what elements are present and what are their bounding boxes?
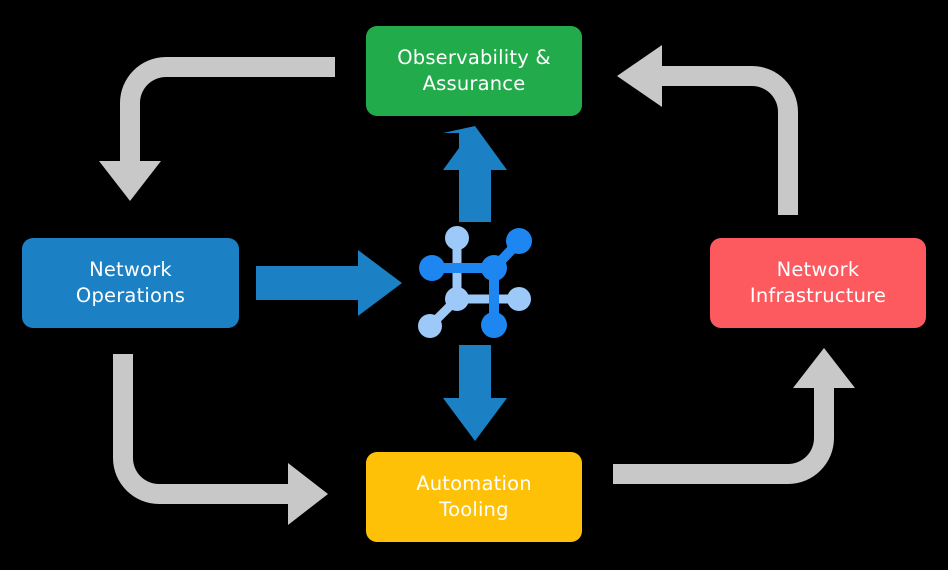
blue-arrow-up-shaft	[443, 126, 507, 222]
grey-arrow-bottom-right	[613, 348, 855, 484]
icon-node-light-bottom-left	[418, 314, 442, 338]
icon-node-light-top	[445, 226, 469, 250]
grey-arrow-bottom-left	[113, 354, 328, 525]
icon-node-dark-top-right	[506, 228, 532, 254]
icon-node-light-right	[507, 287, 531, 311]
blue-arrow-right	[256, 250, 402, 316]
icon-node-light-center-low	[445, 287, 469, 311]
grey-arrow-top-right	[617, 45, 798, 215]
icon-node-dark-left	[419, 255, 445, 281]
node-label-network-infrastructure: Network Infrastructure	[749, 258, 887, 307]
blue-arrow-down	[443, 345, 507, 441]
node-box-network-infrastructure[interactable]: Network Infrastructure	[710, 238, 926, 328]
node-box-observability-assurance[interactable]: Observability & Assurance	[366, 26, 582, 116]
node-box-automation-tooling[interactable]: Automation Tooling	[366, 452, 582, 542]
icon-node-dark-hub	[481, 255, 507, 281]
grey-arrow-top-left	[99, 57, 335, 201]
node-label-observability-assurance: Observability & Assurance	[397, 46, 551, 95]
icon-node-dark-bottom	[481, 312, 507, 338]
node-label-network-operations: Network Operations	[75, 258, 186, 307]
node-box-network-operations[interactable]: Network Operations	[22, 238, 239, 328]
node-label-automation-tooling: Automation Tooling	[416, 472, 532, 521]
